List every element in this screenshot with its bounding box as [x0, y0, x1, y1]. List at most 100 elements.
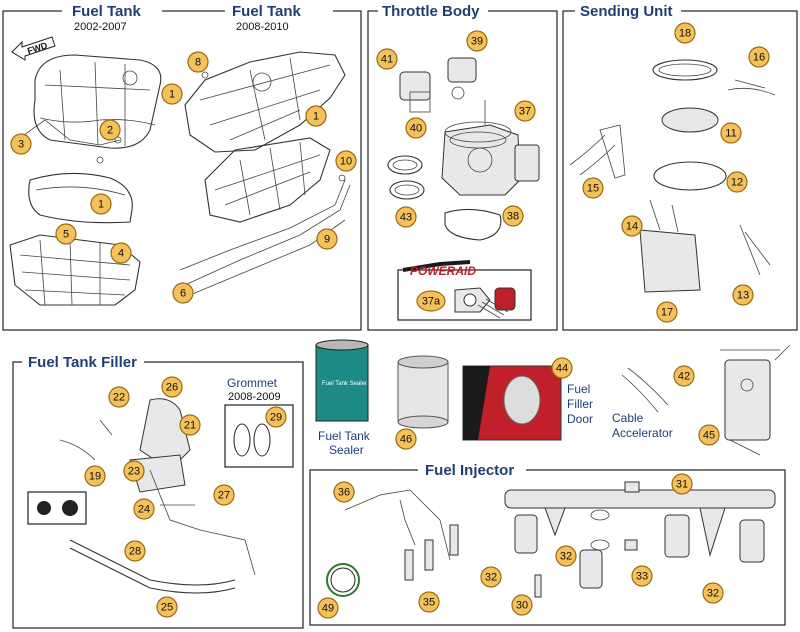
fuel-tank-0207-subtitle: 2002-2007 — [74, 21, 127, 33]
fuel-injector-title: Fuel Injector — [425, 462, 514, 479]
fuel-tank-0810-title: Fuel Tank — [232, 3, 302, 20]
callout-label: 42 — [678, 371, 690, 383]
callout-19: 19 — [84, 465, 106, 487]
callout-41: 41 — [376, 48, 398, 70]
grommet-small-drawing — [37, 500, 78, 516]
cable-caption-line2: Accelerator — [612, 426, 673, 440]
callout-label: 17 — [661, 307, 673, 319]
callout-32: 32 — [555, 545, 577, 567]
callout-25: 25 — [156, 596, 178, 618]
fuel-tank-frame — [2, 10, 362, 331]
callout-37a: 37a — [416, 290, 446, 312]
callout-label: 46 — [400, 434, 412, 446]
callout-3: 3 — [10, 133, 32, 155]
fuel-tank-sealer-can: Fuel Tank Sealer — [315, 339, 369, 422]
callout-label: 21 — [184, 420, 196, 432]
callout-27: 27 — [213, 484, 235, 506]
callout-label: 22 — [113, 392, 125, 404]
fuel-rail-drawing — [504, 481, 776, 557]
callout-22: 22 — [108, 386, 130, 408]
injector-harness-drawing — [344, 489, 459, 581]
callout-label: 8 — [195, 57, 201, 69]
callout-label: 41 — [381, 54, 393, 66]
callout-label: 14 — [626, 221, 638, 233]
callout-33: 33 — [631, 565, 653, 587]
callout-label: 3 — [18, 139, 24, 151]
callout-40: 40 — [405, 117, 427, 139]
callout-label: 29 — [270, 412, 282, 424]
callout-label: 4 — [118, 248, 124, 260]
callout-10: 10 — [335, 150, 357, 172]
cable-caption-line1: Cable — [612, 411, 644, 425]
callout-46: 46 — [395, 428, 417, 450]
callout-label: 44 — [556, 363, 568, 375]
fuel-pump-module-drawing — [720, 344, 791, 456]
fuel-tank-0207-title: Fuel Tank — [72, 3, 142, 20]
callout-label: 36 — [338, 487, 350, 499]
callout-16: 16 — [748, 46, 770, 68]
callout-label: 1 — [169, 89, 175, 101]
callout-label: 9 — [324, 234, 330, 246]
callout-label: 30 — [516, 600, 528, 612]
callout-29: 29 — [265, 406, 287, 428]
callout-44: 44 — [551, 357, 573, 379]
filler-door-caption-line1: Fuel — [567, 382, 590, 396]
callout-label: 33 — [636, 571, 648, 583]
callout-label: 43 — [400, 212, 412, 224]
callout-label: 24 — [138, 504, 150, 516]
callout-28: 28 — [124, 540, 146, 562]
callout-35: 35 — [418, 591, 440, 613]
callout-label: 11 — [725, 128, 736, 140]
grommet-subtitle: 2008-2009 — [228, 391, 281, 403]
callout-4: 4 — [110, 242, 132, 264]
callout-32: 32 — [480, 566, 502, 588]
callout-label: 27 — [218, 490, 230, 502]
callout-14: 14 — [621, 215, 643, 237]
filler-door-caption-line2: Filler — [567, 397, 593, 411]
callout-label: 16 — [753, 52, 765, 64]
callout-label: 39 — [471, 36, 483, 48]
svg-text:FWD: FWD — [26, 40, 49, 56]
callout-label: 37 — [519, 106, 531, 118]
fuel-tank-0810-subtitle: 2008-2010 — [236, 21, 289, 33]
fuel-tank-0207-drawing — [19, 54, 162, 164]
fuel-tank-0810-drawing — [184, 51, 346, 153]
callout-label: 6 — [180, 288, 186, 300]
callout-label: 40 — [410, 123, 422, 135]
callout-24: 24 — [133, 498, 155, 520]
powerade-logo: POWERAID — [402, 260, 476, 278]
callout-label: 13 — [737, 290, 749, 302]
callout-label: 18 — [679, 28, 691, 40]
callout-label: 1 — [98, 199, 104, 211]
callout-2: 2 — [99, 119, 121, 141]
callout-31: 31 — [671, 473, 693, 495]
callout-18: 18 — [674, 22, 696, 44]
callout-label: 25 — [161, 602, 173, 614]
callout-23: 23 — [123, 460, 145, 482]
callout-label: 45 — [703, 430, 715, 442]
fwd-arrow-icon: FWD — [11, 36, 56, 61]
callout-32: 32 — [702, 582, 724, 604]
callout-1: 1 — [305, 105, 327, 127]
callout-12: 12 — [726, 171, 748, 193]
callout-label: 37a — [422, 296, 441, 308]
sending-unit-title: Sending Unit — [580, 3, 673, 20]
sending-unit-drawing — [569, 59, 776, 293]
callout-9: 9 — [316, 228, 338, 250]
callout-label: 32 — [560, 551, 572, 563]
grommet-inset-frame — [224, 404, 294, 468]
callout-label: 10 — [340, 156, 352, 168]
injectors-drawing — [514, 509, 765, 598]
tank-shield-drawing — [28, 172, 133, 224]
callout-label: 19 — [89, 471, 101, 483]
callout-15: 15 — [582, 177, 604, 199]
fuel-filler-door-photo — [462, 365, 562, 441]
callout-label: 2 — [107, 125, 113, 137]
throttle-gaskets-drawing — [387, 155, 502, 241]
callout-label: 32 — [485, 572, 497, 584]
injector-oring-drawing — [326, 563, 360, 597]
callout-label: 1 — [313, 111, 319, 123]
callout-26: 26 — [161, 376, 183, 398]
callout-37: 37 — [514, 100, 536, 122]
